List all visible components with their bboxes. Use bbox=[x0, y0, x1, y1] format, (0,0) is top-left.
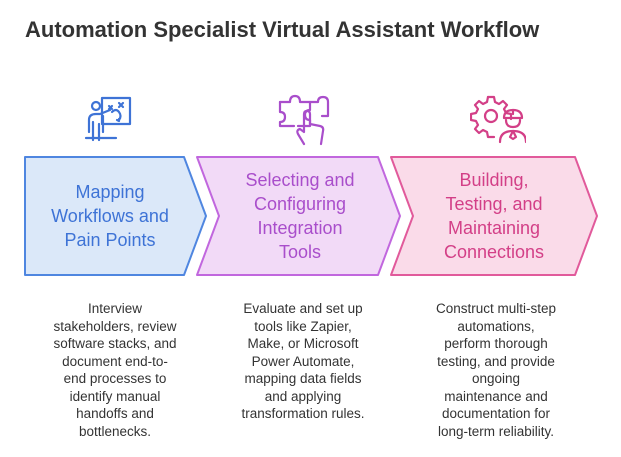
diagram-title: Automation Specialist Virtual Assistant … bbox=[25, 17, 540, 42]
description-line: ongoing bbox=[471, 371, 521, 386]
description-line: transformation rules. bbox=[241, 406, 365, 421]
description-line: tools like Zapier, bbox=[254, 318, 352, 334]
step-2-label: Selecting and Configuring Integration To… bbox=[214, 156, 386, 276]
step-1-description: Interview stakeholders, review software … bbox=[30, 300, 200, 440]
step-2-description: Evaluate and set up tools like Zapier, M… bbox=[218, 300, 388, 423]
step-1-label-line: Pain Points bbox=[64, 230, 156, 250]
step-1-label: Mapping Workflows and Pain Points bbox=[30, 156, 190, 276]
gear-engineer-icon bbox=[470, 95, 526, 144]
description-line: Make, or Microsoft bbox=[247, 336, 359, 351]
step-3-chevron bbox=[390, 156, 598, 276]
step-3-label: Building, Testing, and Maintaining Conne… bbox=[408, 156, 580, 276]
description-line: document end-to- bbox=[62, 353, 168, 369]
step-1-label-line: Mapping bbox=[75, 182, 145, 202]
description-line: handoffs and bbox=[76, 406, 154, 421]
description-line: software stacks, and bbox=[53, 336, 177, 351]
description-line: end processes to bbox=[63, 371, 167, 386]
description-line: maintenance and bbox=[444, 388, 548, 404]
step-3-description: Construct multi-step automations, perfor… bbox=[410, 300, 582, 440]
description-line: Construct multi-step bbox=[435, 301, 557, 316]
description-line: and applying bbox=[264, 388, 342, 404]
description-line: Interview bbox=[87, 301, 143, 316]
step-3-label-line: Maintaining bbox=[447, 218, 541, 238]
description-line: perform thorough bbox=[444, 336, 548, 351]
puzzle-hand-icon bbox=[278, 94, 330, 146]
step-2-label-line: Configuring bbox=[253, 194, 347, 214]
description-line: testing, and provide bbox=[437, 353, 555, 369]
description-line: bottlenecks. bbox=[78, 423, 152, 439]
step-2-chevron bbox=[196, 156, 401, 276]
description-line: Evaluate and set up bbox=[243, 301, 363, 316]
step-2-label-line: Tools bbox=[278, 242, 322, 262]
description-line: mapping data fields bbox=[244, 371, 362, 386]
step-1-chevron bbox=[24, 156, 207, 276]
step-3-label-line: Testing, and bbox=[445, 194, 543, 214]
step-3-label-line: Connections bbox=[443, 242, 545, 262]
presenter-board-icon bbox=[84, 96, 132, 142]
step-2-label-line: Selecting and bbox=[245, 170, 355, 190]
description-line: documentation for bbox=[441, 406, 551, 421]
step-1-label-line: Workflows and bbox=[51, 206, 169, 226]
step-3-label-line: Building, bbox=[459, 170, 529, 190]
description-line: long-term reliability. bbox=[437, 423, 555, 439]
description-line: identify manual bbox=[69, 388, 161, 404]
step-2-label-line: Integration bbox=[257, 218, 343, 238]
description-line: Power Automate, bbox=[251, 353, 355, 369]
description-line: stakeholders, review bbox=[53, 318, 177, 334]
description-line: automations, bbox=[457, 318, 535, 334]
